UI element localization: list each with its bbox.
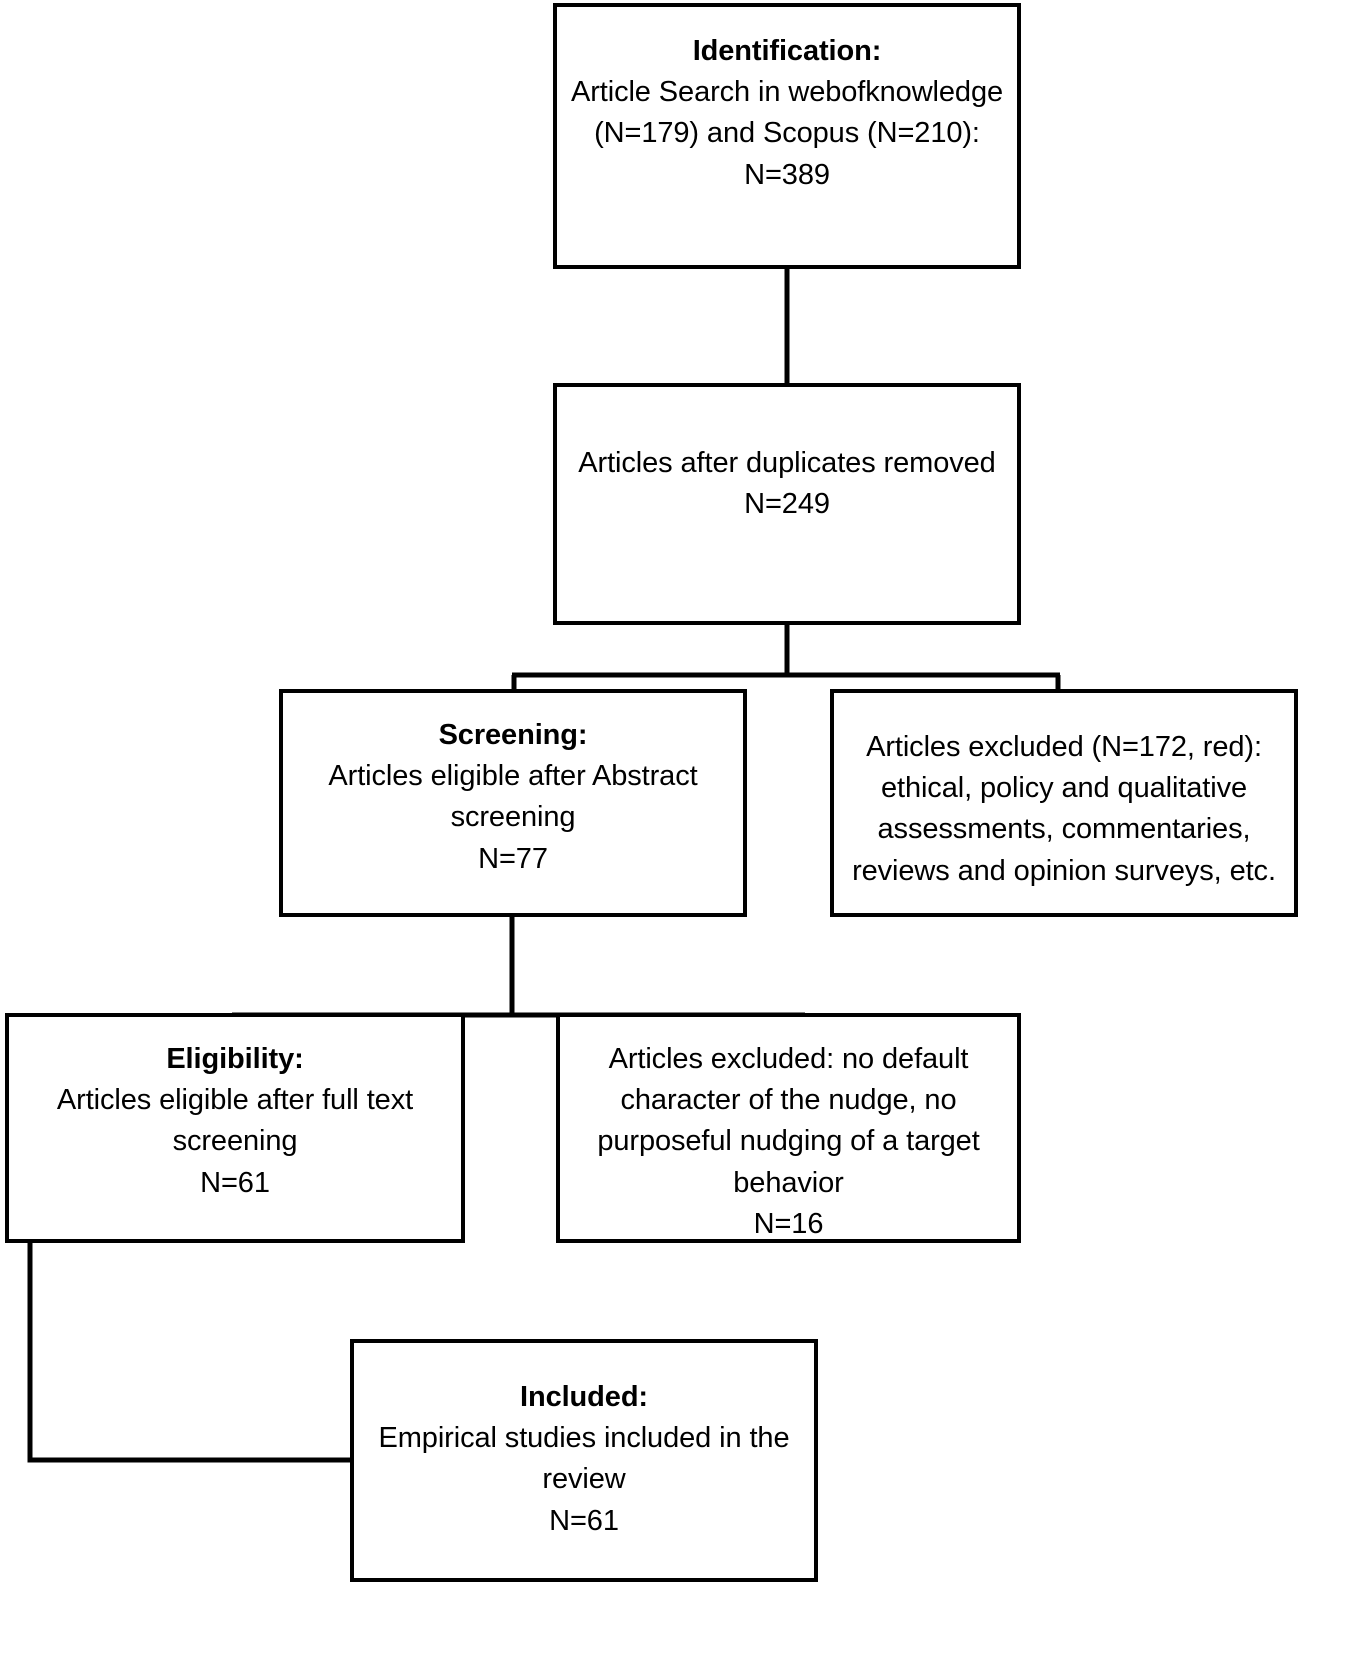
node-screening: Screening: Articles eligible after Abstr… (279, 689, 747, 917)
node-included-body: Empirical studies included in the review (378, 1422, 790, 1496)
node-included-title: Included: (520, 1381, 648, 1413)
node-included: Included: Empirical studies included in … (350, 1339, 818, 1582)
node-included-content: Included: Empirical studies included in … (354, 1377, 814, 1542)
node-identification-title: Identification: (692, 35, 882, 67)
node-identification-count: N=389 (744, 158, 830, 191)
node-eligibility-count: N=61 (200, 1166, 270, 1199)
node-identification: Identification: Article Search in webofk… (553, 3, 1021, 269)
node-duplicates-removed-body: Articles after duplicates removed (578, 447, 996, 479)
node-excluded-abstract-content: Articles excluded (N=172, red): ethical,… (834, 727, 1294, 892)
node-screening-body: Articles eligible after Abstract screeni… (328, 760, 698, 834)
node-excluded-fulltext-content: Articles excluded: no default character … (560, 1039, 1017, 1245)
node-duplicates-removed-content: Articles after duplicates removed N=249 (557, 443, 1017, 525)
node-identification-content: Identification: Article Search in webofk… (557, 31, 1017, 196)
node-screening-title: Screening: (438, 719, 588, 751)
node-excluded-fulltext: Articles excluded: no default character … (556, 1013, 1021, 1243)
node-duplicates-removed: Articles after duplicates removed N=249 (553, 383, 1021, 625)
node-identification-body: Article Search in webofknowledge (N=179)… (570, 76, 1004, 150)
node-eligibility-body: Articles eligible after full text screen… (56, 1084, 414, 1158)
node-excluded-fulltext-count: N=16 (753, 1207, 824, 1240)
edge-eligibility-to-included (27, 1243, 352, 1463)
node-eligibility-title: Eligibility: (166, 1043, 304, 1075)
node-excluded-abstract-body: Articles excluded (N=172, red): ethical,… (852, 731, 1276, 887)
node-screening-content: Screening: Articles eligible after Abstr… (283, 715, 743, 880)
node-excluded-abstract: Articles excluded (N=172, red): ethical,… (830, 689, 1298, 917)
node-eligibility: Eligibility: Articles eligible after ful… (5, 1013, 465, 1243)
node-screening-count: N=77 (478, 842, 548, 875)
node-duplicates-removed-count: N=249 (744, 488, 830, 521)
node-excluded-fulltext-body: Articles excluded: no default character … (597, 1043, 980, 1199)
node-included-count: N=61 (549, 1504, 619, 1537)
node-eligibility-content: Eligibility: Articles eligible after ful… (9, 1039, 461, 1204)
